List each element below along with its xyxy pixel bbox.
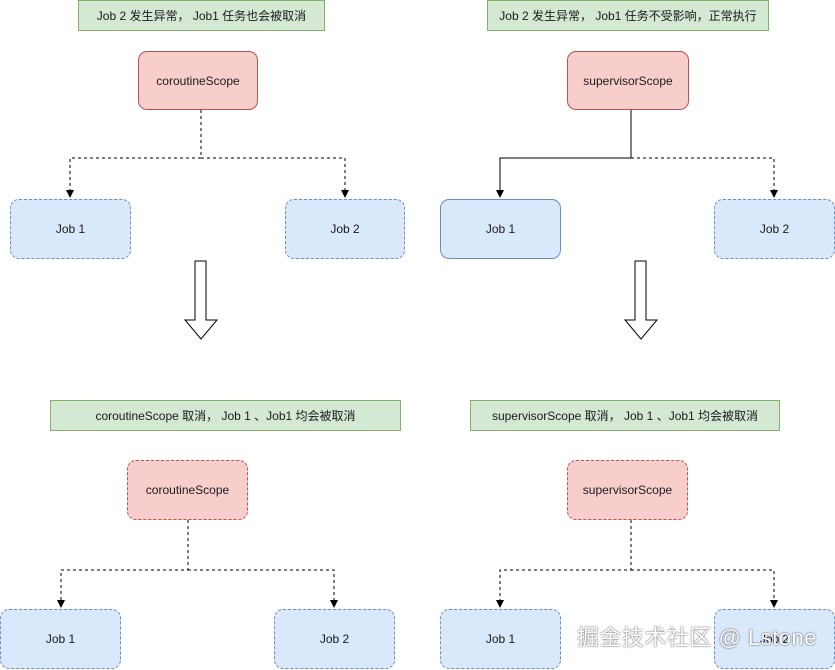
top-left-job-2: Job 2 [285,199,405,259]
watermark: 掘金技术社区 @ Lstone [576,625,817,650]
bottom-left-job-2: Job 2 [274,609,395,669]
top-left-connectors [66,110,349,198]
top-right-job-2: Job 2 [714,199,835,259]
bottom-left-connectors [57,520,338,608]
bottom-right-job-2: Job 2 [714,609,835,669]
top-right-job-1: Job 1 [440,199,561,259]
top-right-note: Job 2 发生异常， Job1 任务不受影响，正常执行 [487,0,769,31]
top-right-supervisor-scope: supervisorScope [567,51,689,110]
bottom-left-note: coroutineScope 取消， Job 1 、Job1 均会被取消 [50,400,401,431]
bottom-right-job-1: Job 1 [440,609,561,669]
bottom-right-note: supervisorScope 取消， Job 1 、Job1 均会被取消 [470,400,780,431]
top-left-coroutine-scope: coroutineScope [138,51,258,110]
top-left-job-1: Job 1 [10,199,131,259]
bottom-left-job-1: Job 1 [0,609,121,669]
bottom-right-supervisor-scope: supervisorScope [567,460,688,520]
top-right-connectors [496,110,778,198]
down-arrow-right-icon [623,260,659,340]
down-arrow-left-icon [183,260,219,340]
bottom-right-connectors [496,520,778,608]
bottom-left-coroutine-scope: coroutineScope [127,460,248,520]
top-left-note: Job 2 发生异常， Job1 任务也会被取消 [78,0,325,31]
